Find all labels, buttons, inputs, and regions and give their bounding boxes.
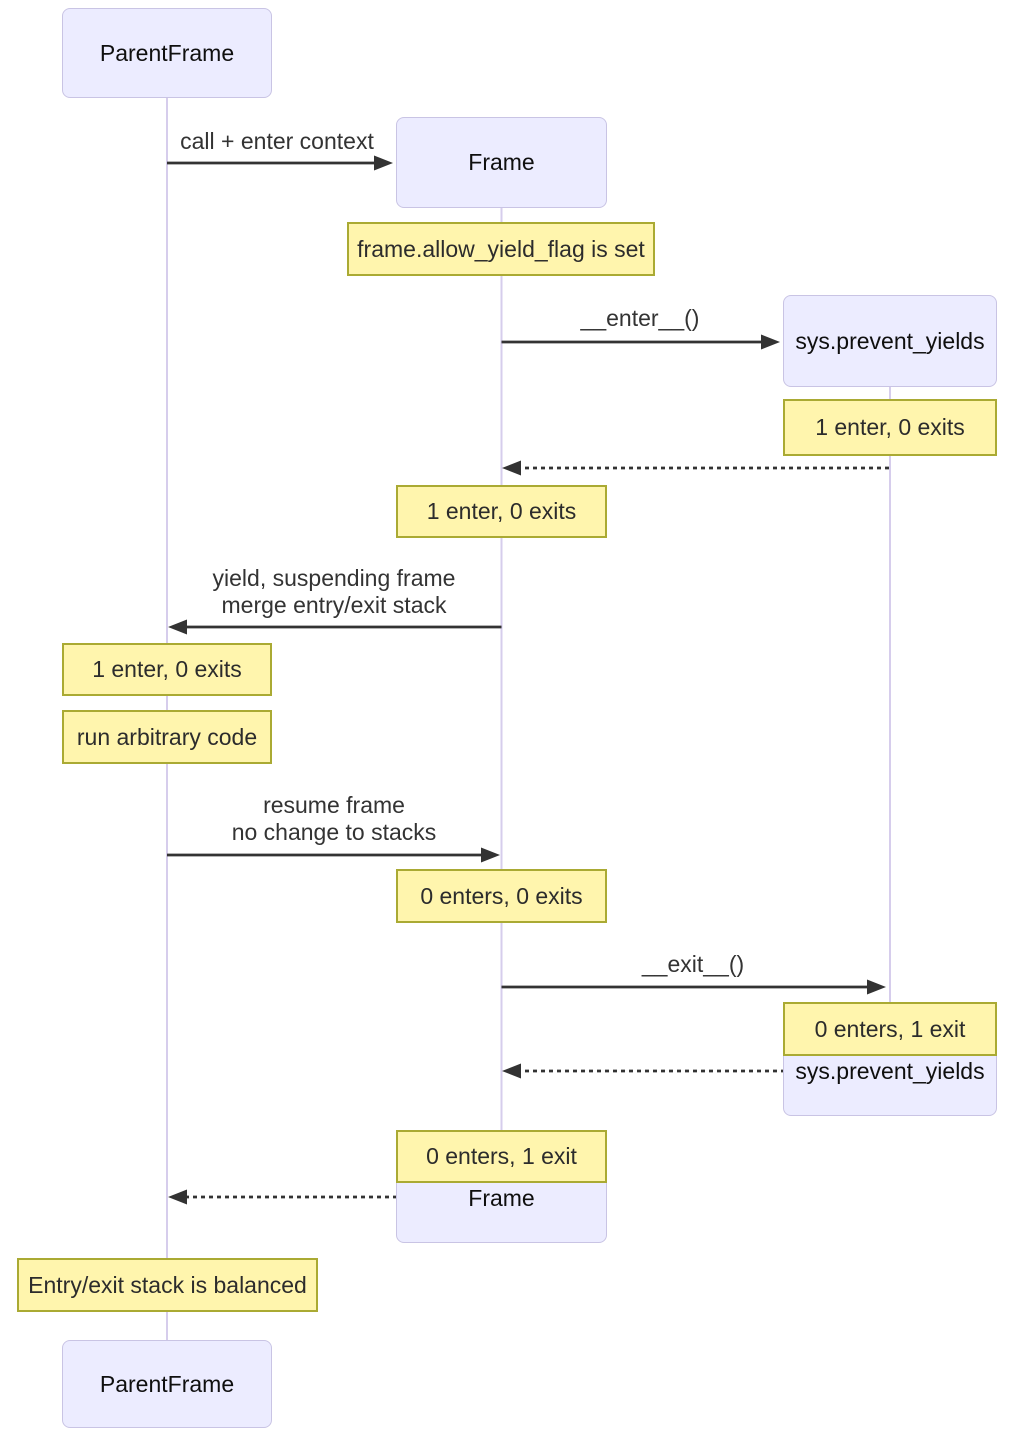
message-label-exit: __exit__() bbox=[641, 951, 745, 977]
note-text: Entry/exit stack is balanced bbox=[28, 1271, 307, 1298]
note-sys-after-exit: 0 enters, 1 exit bbox=[783, 1002, 997, 1056]
note-text: run arbitrary code bbox=[76, 723, 258, 750]
note-frame-after-resume: 0 enters, 0 exits bbox=[396, 869, 607, 923]
note-stack-balanced: Entry/exit stack is balanced bbox=[17, 1258, 318, 1312]
note-text: 0 enters, 1 exit bbox=[814, 1015, 966, 1042]
note-run-arbitrary-code: run arbitrary code bbox=[62, 710, 272, 764]
arrowhead-exit bbox=[867, 979, 886, 995]
note-text: 0 enters, 0 exits bbox=[420, 882, 583, 909]
arrowhead-yield bbox=[168, 619, 187, 635]
arrowhead-resume bbox=[481, 847, 500, 863]
arrowhead-return-enter bbox=[502, 460, 521, 476]
message-label-line: no change to stacks bbox=[231, 819, 437, 845]
participant-parentframe-header: ParentFrame bbox=[62, 8, 272, 98]
participant-label: sys.prevent_yields bbox=[795, 327, 985, 354]
message-label-call-enter-context: call + enter context bbox=[180, 128, 374, 154]
note-text: frame.allow_yield_flag is set bbox=[357, 235, 645, 262]
participant-label: ParentFrame bbox=[99, 1370, 235, 1397]
note-parent-after-yield: 1 enter, 0 exits bbox=[62, 643, 272, 696]
message-label-line: merge entry/exit stack bbox=[221, 592, 447, 618]
arrowhead-return-exit bbox=[502, 1063, 521, 1079]
note-frame-after-exit: 0 enters, 1 exit bbox=[396, 1130, 607, 1183]
message-label-yield: yield, suspending frame merge entry/exit… bbox=[164, 565, 504, 619]
participant-frame-header: Frame bbox=[396, 117, 607, 208]
note-text: 1 enter, 0 exits bbox=[426, 498, 577, 524]
note-allow-yield-flag: frame.allow_yield_flag is set bbox=[347, 222, 655, 276]
arrowhead-call-enter-context bbox=[374, 155, 393, 171]
message-label-line: resume frame bbox=[263, 792, 405, 818]
note-text: 1 enter, 0 exits bbox=[92, 656, 242, 682]
participant-parentframe-footer: ParentFrame bbox=[62, 1340, 272, 1428]
note-text: 0 enters, 1 exit bbox=[426, 1143, 577, 1169]
participant-label: ParentFrame bbox=[99, 39, 235, 66]
message-label-enter: __enter__() bbox=[580, 305, 700, 331]
arrowhead-return-frame bbox=[168, 1189, 187, 1205]
message-label-resume: resume frame no change to stacks bbox=[164, 792, 504, 846]
participant-label: sys.prevent_yields bbox=[795, 1057, 985, 1084]
arrowhead-enter bbox=[761, 334, 780, 350]
participant-label: Frame bbox=[468, 1184, 535, 1211]
message-label-line: yield, suspending frame bbox=[212, 565, 456, 591]
note-sys-after-enter: 1 enter, 0 exits bbox=[783, 399, 997, 456]
note-text: 1 enter, 0 exits bbox=[815, 414, 965, 440]
participant-label: Frame bbox=[468, 149, 535, 175]
note-frame-after-enter: 1 enter, 0 exits bbox=[396, 485, 607, 538]
participant-sys-prevent-yields-header: sys.prevent_yields bbox=[783, 295, 997, 387]
